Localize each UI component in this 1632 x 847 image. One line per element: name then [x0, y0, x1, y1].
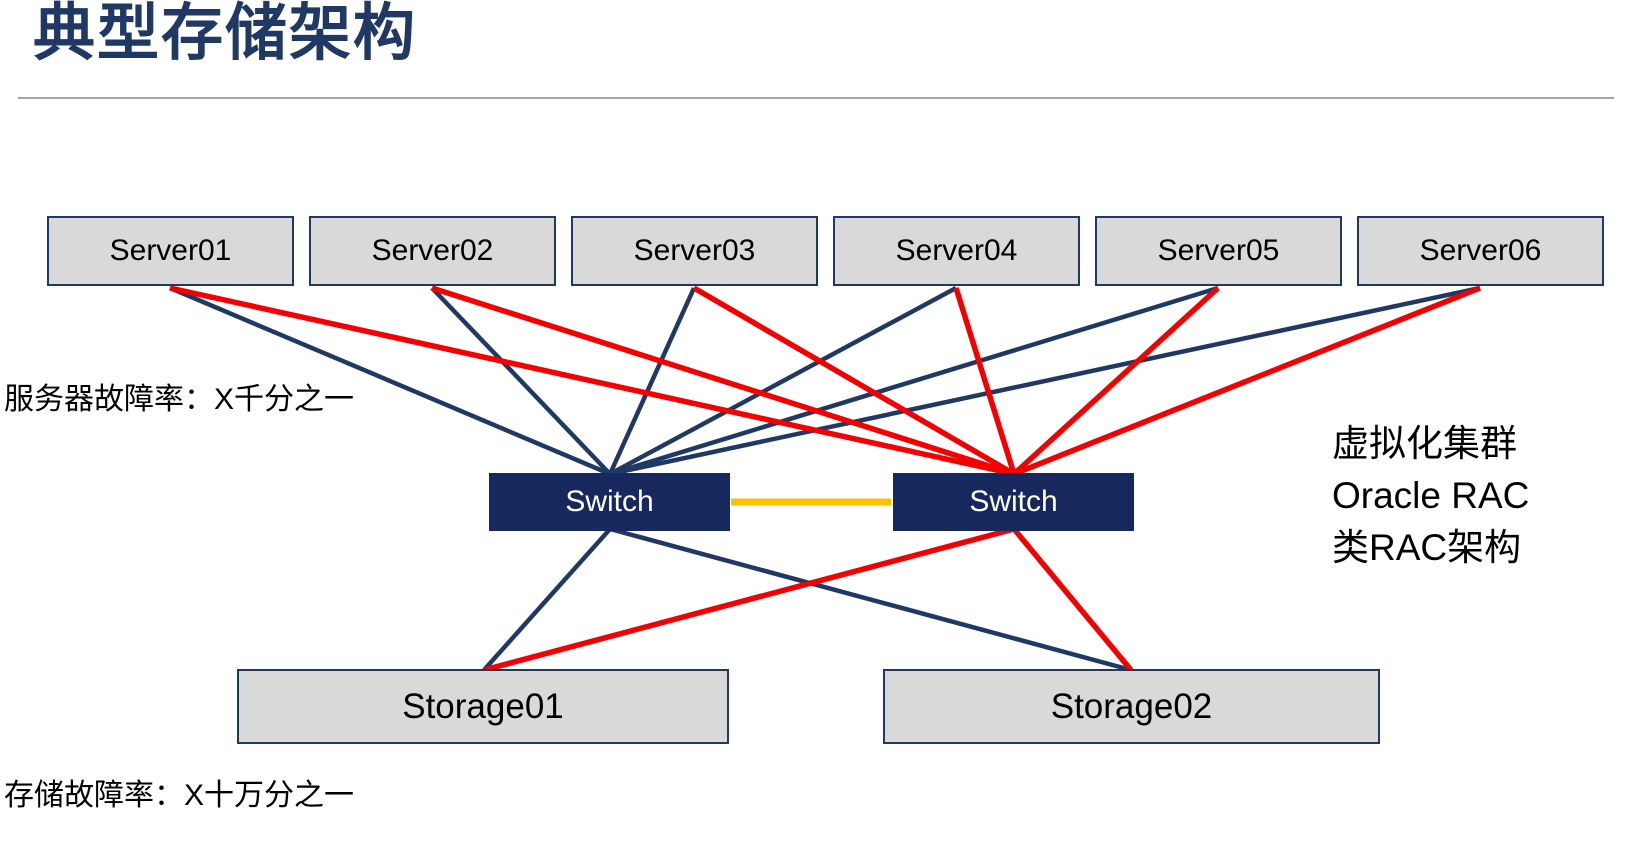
- link-server06-to-switch-left: [609, 285, 1481, 477]
- link-server01-to-switch-right: [169, 285, 1015, 477]
- server01-node: Server01: [47, 216, 294, 286]
- link-server01-to-switch-left: [169, 285, 611, 477]
- server03-node: Server03: [571, 216, 818, 286]
- page-title: 典型存储架构: [33, 0, 418, 68]
- link-server06-to-switch-right: [1012, 285, 1482, 477]
- switch-left-node: Switch: [489, 473, 730, 531]
- server02-node: Server02: [309, 216, 556, 286]
- link-server02-to-switch-right: [431, 285, 1015, 477]
- link-switch-right-to-storage02: [1011, 527, 1134, 672]
- server05-node: Server05: [1095, 216, 1342, 286]
- link-server05-to-switch-left: [609, 285, 1219, 477]
- link-switch-left-to-storage02: [609, 526, 1132, 673]
- cluster-note-line-2: Oracle RAC: [1332, 475, 1530, 516]
- link-server04-to-switch-left: [608, 286, 958, 476]
- switch-right-node: Switch: [893, 473, 1134, 531]
- link-server03-to-switch-left: [607, 287, 697, 475]
- cluster-note-line-1: 虚拟化集群: [1332, 423, 1517, 464]
- link-switch-right-to-storage01: [483, 526, 1015, 673]
- cluster-note: 虚拟化集群 Oracle RAC 类RAC架构: [1332, 418, 1529, 574]
- storage-failure-rate-label: 存储故障率：X十万分之一: [4, 779, 355, 812]
- server-failure-rate-label: 服务器故障率：X千分之一: [4, 383, 355, 416]
- cluster-note-line-3: 类RAC架构: [1332, 527, 1522, 568]
- title-divider: [18, 97, 1614, 99]
- link-server03-to-switch-right: [692, 285, 1016, 477]
- link-switch-left-to-storage01: [482, 527, 612, 672]
- storage02-node: Storage02: [883, 669, 1380, 744]
- link-server05-to-switch-right: [1012, 285, 1220, 477]
- server04-node: Server04: [833, 216, 1080, 286]
- link-server04-to-switch-right: [953, 287, 1017, 475]
- server06-node: Server06: [1357, 216, 1604, 286]
- link-server02-to-switch-left: [430, 286, 612, 476]
- storage01-node: Storage01: [237, 669, 729, 744]
